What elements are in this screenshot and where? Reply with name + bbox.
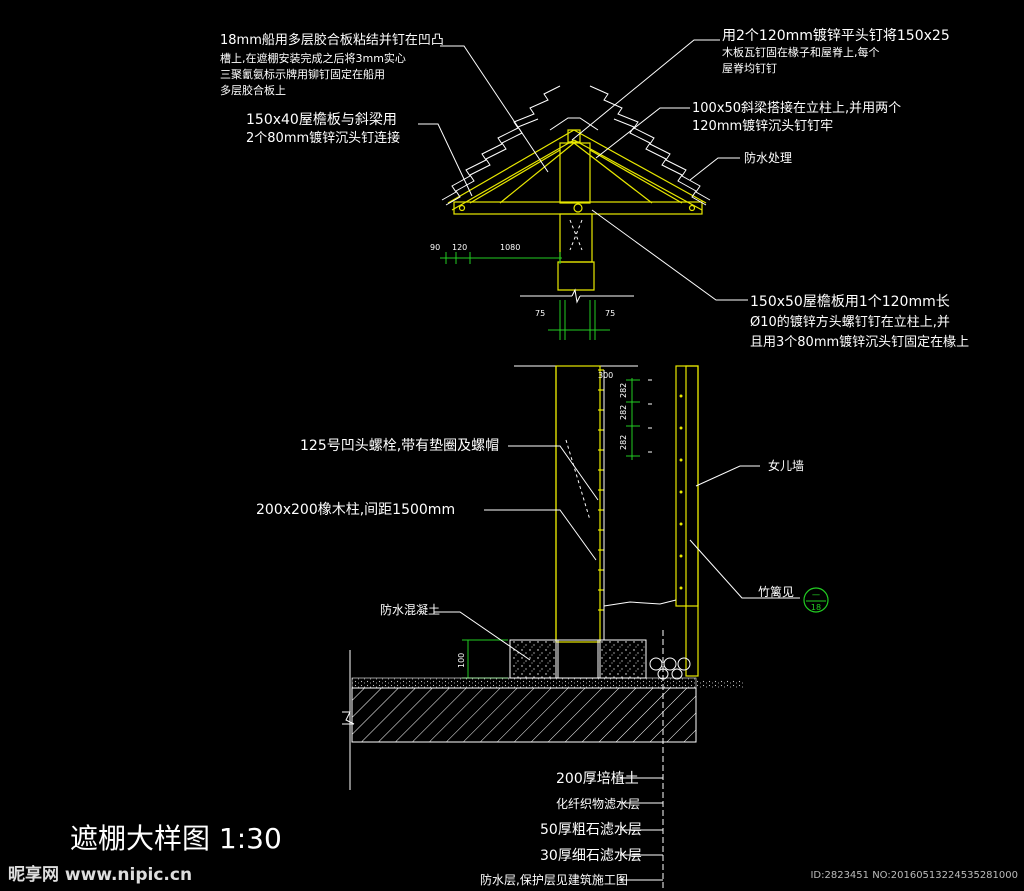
note-eave-board: 150x40屋檐板与斜梁用 2个80mm镀锌沉头钉连接 bbox=[246, 112, 400, 146]
layer-2: 化纤织物滤水层 bbox=[556, 797, 640, 811]
upper-post bbox=[520, 213, 634, 304]
dim-282-2: 282 bbox=[619, 405, 628, 420]
note-eave-line2: 2个80mm镀锌沉头钉连接 bbox=[246, 130, 400, 146]
note-ridge-line3: 屋脊均钉钉 bbox=[722, 61, 777, 75]
note-concrete: 防水混凝土 bbox=[380, 602, 440, 617]
note-plywood-line2: 槽上,在遮棚安装完成之后将3mm实心 bbox=[220, 51, 406, 65]
note-rafter: 100x50斜梁搭接在立柱上,并用两个 120mm镀锌沉头钉钉牢 bbox=[692, 100, 901, 134]
layer-5: 防水层,保护层见建筑施工图 bbox=[480, 872, 628, 887]
note-ridge-line2: 木板瓦钉固在椽子和屋脊上,每个 bbox=[722, 45, 880, 59]
note-eave-line1: 150x40屋檐板与斜梁用 bbox=[246, 112, 397, 128]
note-plywood-line1: 18mm船用多层胶合板粘结并钉在凹凸 bbox=[220, 32, 444, 48]
roof-dimensions: 90 120 1080 75 75 bbox=[430, 243, 615, 340]
note-bamboo: 竹篱见 bbox=[758, 584, 794, 599]
section-callout: 一 18 bbox=[803, 587, 829, 613]
callout-top: 一 bbox=[812, 591, 820, 600]
layer-3: 50厚粗石滤水层 bbox=[540, 822, 642, 838]
dim-1080: 1080 bbox=[500, 243, 520, 252]
dim-100: 100 bbox=[457, 653, 466, 668]
note-fascia-line3: 且用3个80mm镀锌沉头钉固定在椽上 bbox=[750, 334, 969, 350]
watermark-logo: 昵享网 www.nipic.cn bbox=[8, 864, 192, 885]
post-and-wall: 300 282 282 282 bbox=[514, 365, 699, 677]
note-fascia-line2: Ø10的镀锌方头螺钉钉在立柱上,并 bbox=[750, 314, 950, 330]
dim-90: 90 bbox=[430, 243, 440, 252]
note-rafter-line1: 100x50斜梁搭接在立柱上,并用两个 bbox=[692, 100, 901, 116]
note-ridge: 用2个120mm镀锌平头钉将150x25 木板瓦钉固在椽子和屋脊上,每个 屋脊均… bbox=[722, 27, 950, 75]
dim-282-3: 282 bbox=[619, 435, 628, 450]
dim-120: 120 bbox=[452, 243, 467, 252]
watermark-id: ID:2823451 NO:20160513224535281000 bbox=[810, 870, 1018, 881]
dim-75-right: 75 bbox=[605, 309, 615, 318]
ground-layers bbox=[342, 650, 744, 790]
foundation: 100 bbox=[457, 630, 691, 891]
dim-282-1: 282 bbox=[619, 383, 628, 398]
note-rafter-line2: 120mm镀锌沉头钉钉牢 bbox=[692, 118, 833, 134]
layer-list: 200厚培植土 化纤织物滤水层 50厚粗石滤水层 30厚细石滤水层 防水层,保护… bbox=[480, 771, 642, 887]
note-plywood: 18mm船用多层胶合板粘结并钉在凹凸 槽上,在遮棚安装完成之后将3mm实心 三聚… bbox=[220, 32, 444, 97]
note-plywood-line3: 三聚氰氨标示牌用铆钉固定在船用 bbox=[220, 67, 385, 81]
dim-300: 300 bbox=[598, 371, 613, 380]
note-post: 200x200橡木柱,间距1500mm bbox=[256, 502, 455, 518]
note-fascia: 150x50屋檐板用1个120mm长 Ø10的镀锌方头螺钉钉在立柱上,并 且用3… bbox=[750, 294, 969, 350]
note-fascia-line1: 150x50屋檐板用1个120mm长 bbox=[750, 294, 950, 310]
dim-75-left: 75 bbox=[535, 309, 545, 318]
watermark: 昵享网 www.nipic.cn ID:2823451 NO:201605132… bbox=[8, 864, 1018, 885]
note-bolt: 125号凹头螺栓,带有垫圈及螺帽 bbox=[300, 438, 499, 454]
layer-1: 200厚培植土 bbox=[556, 771, 639, 787]
note-plywood-line4: 多层胶合板上 bbox=[220, 83, 286, 97]
note-waterproof: 防水处理 bbox=[744, 150, 792, 165]
drawing-title: 遮棚大样图 1:30 bbox=[70, 822, 282, 855]
layer-4: 30厚细石滤水层 bbox=[540, 848, 642, 864]
callout-bottom: 18 bbox=[811, 603, 821, 612]
roof-shingles bbox=[441, 85, 711, 206]
note-parapet: 女儿墙 bbox=[768, 458, 804, 473]
leader-lines bbox=[418, 39, 800, 881]
note-ridge-line1: 用2个120mm镀锌平头钉将150x25 bbox=[722, 27, 950, 44]
roof-structure bbox=[447, 129, 707, 215]
